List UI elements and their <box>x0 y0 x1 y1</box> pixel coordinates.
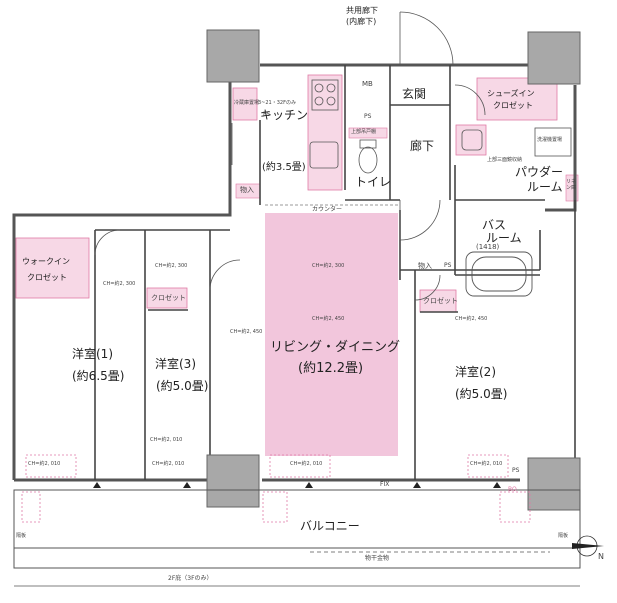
toilet-bowl <box>358 139 378 174</box>
powder-label-2: ルーム <box>527 180 563 194</box>
bath-label-2: ルーム <box>486 231 522 245</box>
ps-label-3: PS <box>444 262 452 269</box>
toilet-cabinet <box>348 127 388 139</box>
upper-shelf-label: 上部三面鏡収納 <box>487 157 523 163</box>
powder-sink-area <box>455 124 487 156</box>
linen-label: リネン庫 <box>566 179 577 191</box>
kabe-left-label: 隔板 <box>16 533 27 539</box>
mb-label: MB <box>362 80 373 88</box>
counter-label: カウンター <box>312 206 343 213</box>
compass-icon <box>572 535 604 557</box>
fix-label: FIX <box>380 481 390 488</box>
ps-label-2: PS <box>364 113 372 120</box>
bathtub <box>465 251 533 297</box>
ldk-floor <box>265 213 398 456</box>
yoshitsu2-size: (約5.0畳) <box>455 387 508 401</box>
kitchen-label: キッチン <box>260 108 309 122</box>
yoshitsu2-label: 洋室(2) <box>455 365 496 379</box>
ch-label-11: CH=約2, 010 <box>152 461 185 467</box>
balcony-label: バルコニー <box>300 519 360 533</box>
bath-label-1: バス <box>482 218 507 232</box>
ch-label-10: CH=約2, 450 <box>230 329 263 335</box>
ch-label-5: CH=約2, 010 <box>470 461 503 467</box>
fridge-label: 冷蔵庫置場 <box>234 100 260 106</box>
eave-label: 2F庇（3Fのみ） <box>168 575 213 582</box>
storage-k-label: 物入 <box>240 186 254 194</box>
shoes-label-2: クロゼット <box>493 101 533 110</box>
sink <box>461 129 483 151</box>
genkan-label: 玄関 <box>402 87 427 101</box>
closet3-label: クロゼット <box>151 294 186 302</box>
washer-label: 洗濯機置場 <box>537 137 563 143</box>
yoshitsu1-size: (約6.5畳) <box>72 369 125 383</box>
ch-label-7: CH=約2, 010 <box>28 461 61 467</box>
shoes-closet-area <box>476 77 558 121</box>
window-marks <box>93 482 501 488</box>
ps-label-4: PS <box>512 467 520 474</box>
storage-b-label: 物入 <box>418 262 432 270</box>
ch-label-8: CH=約2, 010 <box>150 437 183 443</box>
doors <box>94 11 486 301</box>
ch-label-9: CH=約2, 300 <box>155 263 188 269</box>
walkin-label-2: クロゼット <box>27 273 67 282</box>
closet2-label: クロゼット <box>423 297 458 305</box>
rouka-label: 廊下 <box>410 139 435 153</box>
walkin-closet-area <box>15 237 90 299</box>
shoes-label-1: シューズイン <box>487 89 535 98</box>
inner-walls <box>94 65 576 480</box>
columns <box>206 29 581 511</box>
upper-cab-label: 上部吊戸棚 <box>351 129 377 135</box>
washer-space <box>534 127 572 157</box>
corridor-label-2: (内廊下) <box>346 17 377 26</box>
toilet-label: トイレ <box>355 175 392 189</box>
yoshitsu3-size: (約5.0畳) <box>156 379 209 393</box>
kitchen-counter-area <box>307 74 343 191</box>
yoshitsu3-label: 洋室(3) <box>155 357 196 371</box>
ch-label-6: CH=約2, 300 <box>103 281 136 287</box>
fridge-area <box>232 87 258 121</box>
ldk-label: リビング・ダイニング <box>270 340 401 355</box>
ch-label-3: CH=約2, 010 <box>290 461 323 467</box>
powder-label-1: パウダー <box>515 165 564 179</box>
walkin-label-1: ウォークイン <box>22 257 70 266</box>
corridor-label-1: 共用廊下 <box>346 6 378 15</box>
ch-label-4: CH=約2, 450 <box>455 316 488 322</box>
ps-label-1: PS <box>263 111 271 118</box>
kitchen-size: (約3.5畳) <box>262 162 306 173</box>
balcony <box>13 489 581 587</box>
kitchen-stove <box>309 79 339 169</box>
drying-label: 物干金物 <box>365 555 390 562</box>
bath-code: (1418) <box>476 243 500 251</box>
balcony-windows <box>21 454 531 523</box>
compass-label: N <box>598 552 604 561</box>
kabe-right-label: 隔板 <box>558 533 569 539</box>
ch-label-1: CH=約2, 300 <box>312 263 345 269</box>
ch-label-2: CH=約2, 450 <box>312 316 345 322</box>
bo-label: BO <box>508 486 517 493</box>
kitchen-note: 3~21・32Fのみ <box>258 100 296 106</box>
closet-3-area <box>146 287 188 309</box>
ldk-size: (約12.2畳) <box>298 361 364 376</box>
yoshitsu1-label: 洋室(1) <box>72 347 113 361</box>
